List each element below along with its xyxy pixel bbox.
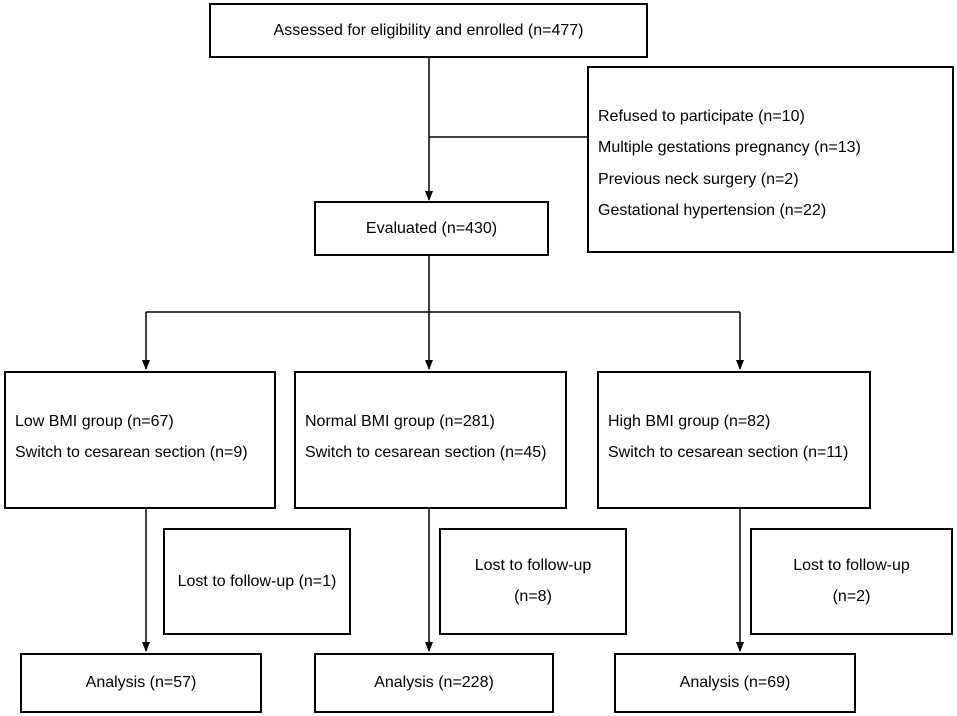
lost-followup-box-high: Lost to follow-up (n=2) bbox=[750, 528, 953, 635]
lost-followup-count: (n=8) bbox=[514, 588, 552, 605]
lost-followup-count: (n=2) bbox=[832, 588, 871, 605]
group-label: Low BMI group (n=67) bbox=[15, 412, 174, 430]
switch-label: Switch to cesarean section (n=11) bbox=[608, 443, 849, 461]
evaluated-box: Evaluated (n=430) bbox=[314, 201, 549, 256]
exclusion-item: Gestational hypertension (n=22) bbox=[598, 202, 827, 219]
lost-followup-box-low: Lost to follow-up (n=1) bbox=[163, 528, 351, 635]
lost-followup-label: Lost to follow-up bbox=[474, 557, 592, 574]
analysis-box-low: Analysis (n=57) bbox=[20, 653, 262, 713]
evaluated-label: Evaluated (n=430) bbox=[365, 219, 498, 237]
enrollment-label: Assessed for eligibility and enrolled (n… bbox=[273, 21, 584, 39]
lost-followup-box-normal: Lost to follow-up (n=8) bbox=[439, 528, 627, 635]
analysis-label: Analysis (n=69) bbox=[679, 674, 791, 691]
analysis-box-normal: Analysis (n=228) bbox=[314, 653, 554, 713]
exclusions-box: Refused to participate (n=10) Multiple g… bbox=[587, 66, 954, 253]
group-box-high-bmi: High BMI group (n=82) Switch to cesarean… bbox=[597, 371, 871, 509]
group-label: High BMI group (n=82) bbox=[608, 412, 771, 430]
exclusion-item: Multiple gestations pregnancy (n=13) bbox=[598, 139, 861, 156]
analysis-label: Analysis (n=228) bbox=[374, 674, 494, 691]
group-label: Normal BMI group (n=281) bbox=[305, 412, 495, 430]
lost-followup-label: Lost to follow-up bbox=[793, 557, 910, 574]
lost-followup-label: Lost to follow-up (n=1) bbox=[177, 572, 337, 590]
group-box-low-bmi: Low BMI group (n=67) Switch to cesarean … bbox=[4, 371, 276, 509]
analysis-box-high: Analysis (n=69) bbox=[614, 653, 856, 713]
analysis-label: Analysis (n=57) bbox=[85, 674, 197, 691]
exclusion-item: Refused to participate (n=10) bbox=[598, 108, 805, 125]
switch-label: Switch to cesarean section (n=45) bbox=[305, 443, 547, 461]
enrollment-box: Assessed for eligibility and enrolled (n… bbox=[209, 3, 648, 58]
switch-label: Switch to cesarean section (n=9) bbox=[15, 443, 248, 461]
group-box-normal-bmi: Normal BMI group (n=281) Switch to cesar… bbox=[294, 371, 567, 509]
exclusion-item: Previous neck surgery (n=2) bbox=[598, 171, 799, 188]
